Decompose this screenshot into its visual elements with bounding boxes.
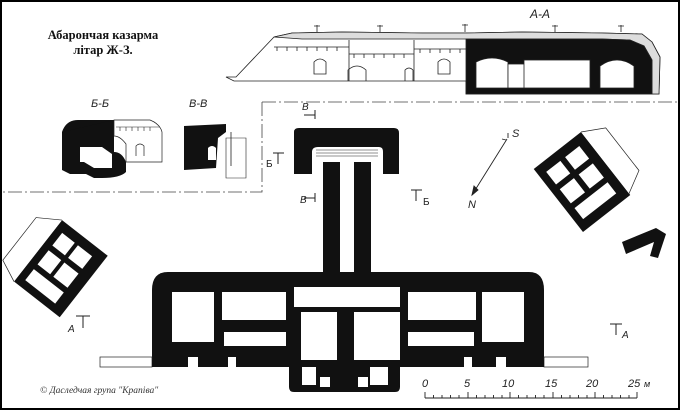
compass-icon [471, 133, 509, 197]
cut-label-v-top: В [302, 102, 309, 113]
section-label-v-v: В-В [189, 98, 208, 110]
right-tower-plan [533, 127, 640, 232]
section-label-b-b: Б-Б [91, 98, 109, 110]
compass-south-label: S [512, 128, 520, 140]
section-a-a [225, 24, 661, 95]
cut-label-a-right: А [622, 330, 629, 341]
left-tower-plan [2, 217, 108, 318]
scale-tick-15: 15 [545, 378, 558, 390]
title-line-1: Абарончая казарма [47, 28, 159, 42]
copyright-notice: © Даследчая група "Крапіва" [40, 386, 159, 396]
scale-tick-0: 0 [422, 378, 429, 390]
cut-label-v-bottom: В [300, 195, 307, 206]
section-v-v [184, 124, 247, 179]
compass-north-label: N [468, 199, 476, 211]
scale-tick-10: 10 [502, 378, 515, 390]
scale-unit: м [644, 379, 651, 389]
vent-markers [314, 24, 624, 32]
main-plan [99, 128, 589, 392]
cut-markers [76, 110, 622, 335]
section-line-v [2, 101, 678, 193]
right-l-wall [622, 228, 666, 258]
scale-tick-5: 5 [464, 378, 471, 390]
drawing-title: Абарончая казарма літар Ж-З. [28, 28, 178, 58]
scale-tick-25: 25 [628, 378, 641, 390]
section-b-b [62, 119, 163, 178]
section-label-a-a: А-А [530, 7, 551, 21]
cut-label-a-left: А [68, 324, 75, 335]
scale-bar [424, 392, 638, 399]
scale-tick-20: 20 [586, 378, 599, 390]
title-line-2: літар Ж-З. [73, 43, 133, 57]
cut-label-b-right: Б [423, 197, 430, 208]
cut-label-b-left: Б [266, 159, 273, 170]
